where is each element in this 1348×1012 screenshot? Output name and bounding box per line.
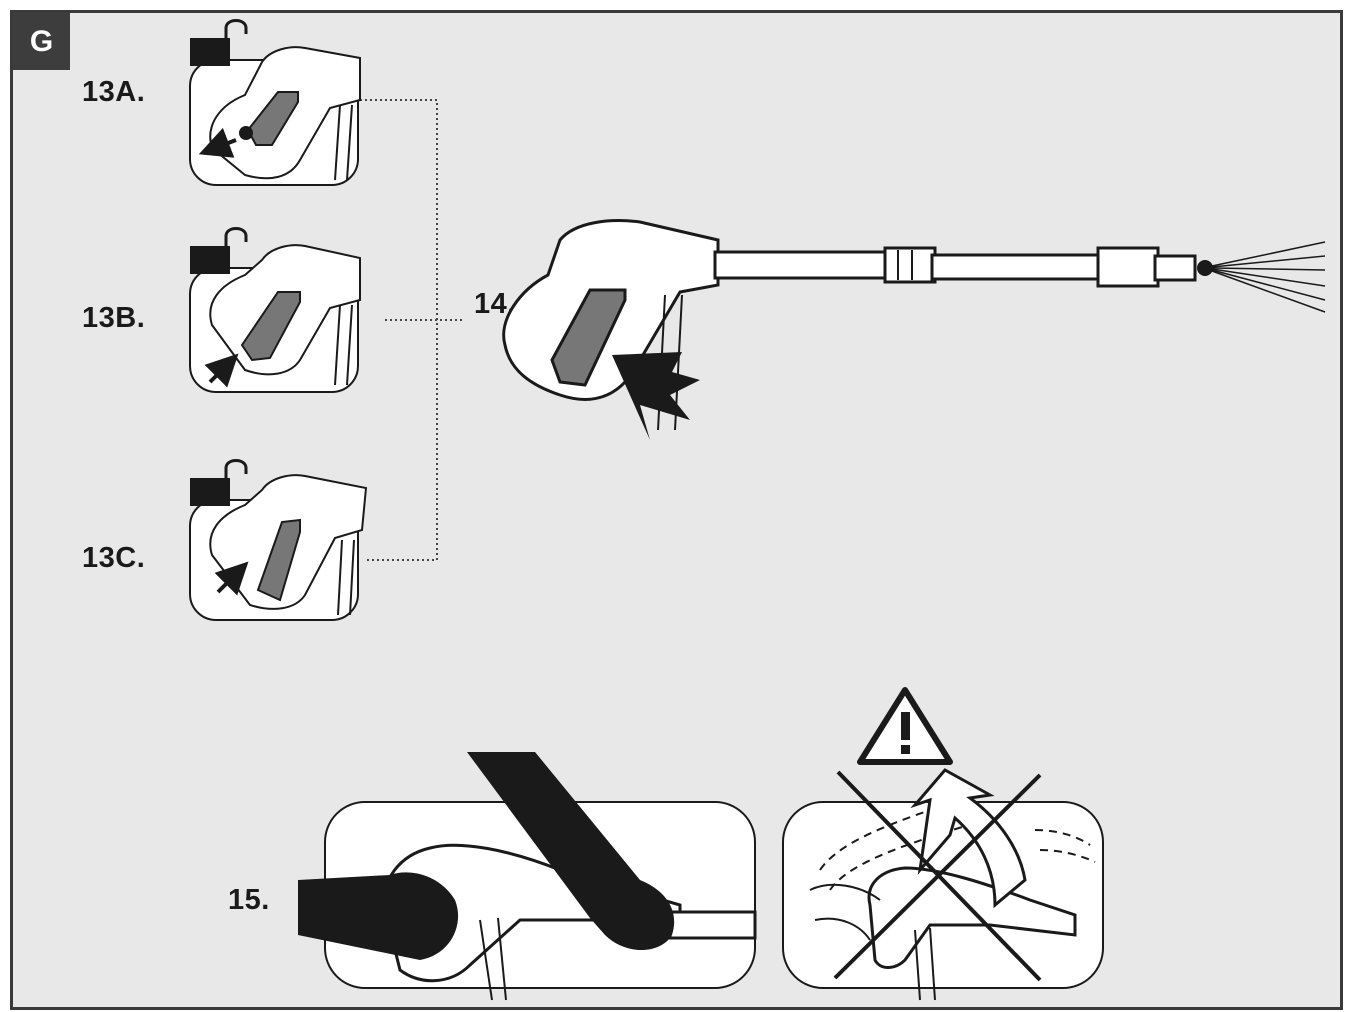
- gun-thumbnail-13a: [189, 46, 361, 186]
- grip-wrong: [782, 768, 1104, 1001]
- connector-lines: [360, 99, 462, 561]
- warning-triangle-icon: [857, 687, 953, 765]
- step-13b-label: 13B.: [82, 302, 146, 334]
- padlock-icon: [190, 19, 248, 66]
- step-13c-label: 13C.: [82, 542, 146, 574]
- cross-out-icon: [833, 770, 1042, 982]
- step-15-label: 15.: [228, 884, 270, 916]
- section-badge: G: [13, 13, 70, 70]
- gun-thumbnail-13c: [189, 474, 368, 621]
- padlock-icon: [190, 227, 248, 274]
- step-13a-label: 13A.: [82, 76, 146, 108]
- gun-thumbnail-13b: [189, 244, 361, 393]
- spray-gun-14: [502, 219, 1326, 440]
- padlock-icon: [190, 459, 248, 506]
- grip-correct-15: [298, 752, 757, 1001]
